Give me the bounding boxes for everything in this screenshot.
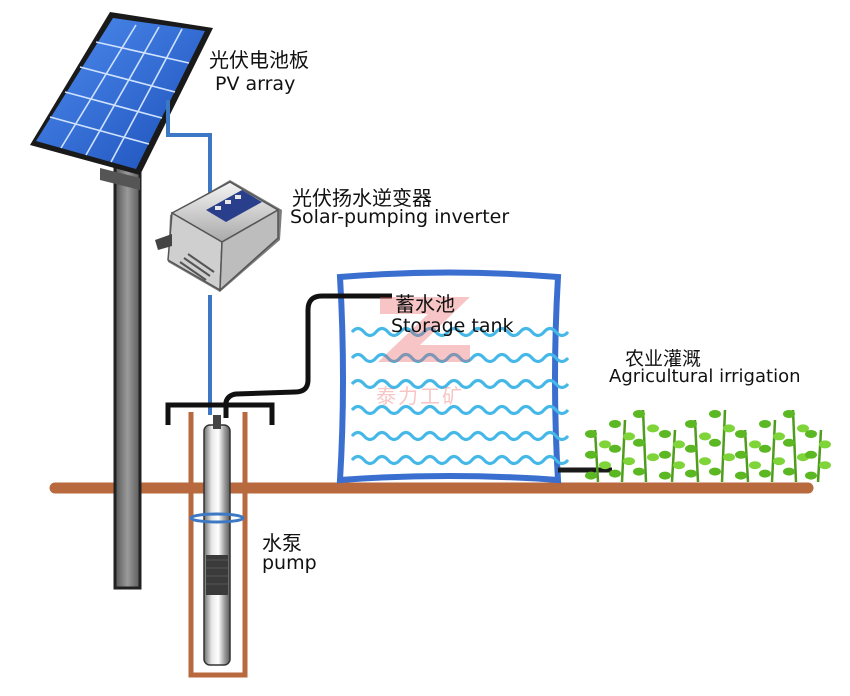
tank-label-zh: 蓄水池 <box>395 292 455 316</box>
well-shaft <box>165 402 275 678</box>
plant-leaf <box>759 420 771 428</box>
pump-label-en: pump <box>262 552 317 574</box>
pump-icon <box>189 415 245 666</box>
plant-leaf <box>759 444 771 453</box>
plant-leaf <box>805 450 817 459</box>
water-wave <box>350 378 570 390</box>
plant-leaf <box>585 450 597 459</box>
plant-leaf <box>699 432 711 441</box>
pv-array-label-en: PV array <box>215 73 296 95</box>
plant-stem <box>693 419 700 483</box>
plant-leaf <box>773 432 785 441</box>
plant-stem <box>641 409 648 483</box>
irrigation-label-zh: 农业灌溉 <box>625 348 702 370</box>
plant-leaf <box>783 410 795 418</box>
plant-leaf <box>659 430 671 438</box>
plant-leaf <box>783 438 795 447</box>
inverter-icon <box>155 180 282 292</box>
plant-leaf <box>735 430 747 438</box>
plant-leaf <box>735 471 747 480</box>
plant-leaf <box>647 424 659 433</box>
plant-stem <box>791 409 798 483</box>
plant-leaf <box>805 471 817 480</box>
plant-leaf <box>585 471 597 480</box>
plant-leaf <box>685 444 697 453</box>
plant-leaf <box>623 457 635 466</box>
plant-leaf <box>609 444 621 453</box>
plant-leaf <box>709 410 721 418</box>
water-wave <box>350 430 570 442</box>
plant-leaf <box>633 438 645 447</box>
panel-pole <box>113 161 142 590</box>
plant-leaf <box>685 420 697 428</box>
plant-leaf <box>599 461 611 470</box>
water-wave <box>350 326 570 338</box>
water-pipe <box>223 293 392 418</box>
plant-leaf <box>633 410 645 418</box>
plant-leaf <box>633 467 645 476</box>
plant-leaf <box>723 424 735 433</box>
watermark-text: 泰力工矿 <box>376 384 464 408</box>
plant-leaf <box>797 424 809 433</box>
water-wave <box>350 352 570 364</box>
plant-leaf <box>609 420 621 428</box>
power-wire <box>166 100 212 415</box>
plant-leaf <box>773 457 785 466</box>
plant-leaf <box>709 467 721 476</box>
plant-leaf <box>735 450 747 459</box>
plant-leaf <box>599 440 611 449</box>
plant-leaf <box>749 440 761 449</box>
plant-leaf <box>699 457 711 466</box>
plant-leaf <box>709 438 721 447</box>
pump-label-zh: 水泵 <box>262 531 302 555</box>
watermark-logo <box>378 297 470 362</box>
plant-stem <box>720 409 727 483</box>
water-wave <box>350 404 570 416</box>
plant-leaf <box>783 467 795 476</box>
plant-leaf <box>685 469 697 478</box>
tank-label-en: Storage tank <box>391 315 514 337</box>
irrigation-plants-icon <box>585 409 831 483</box>
plant-leaf <box>647 453 659 462</box>
plant-leaf <box>723 453 735 462</box>
plant-leaf <box>609 469 621 478</box>
plant-leaf <box>623 432 635 441</box>
plant-leaf <box>805 430 817 438</box>
plant-leaf <box>749 461 761 470</box>
storage-tank-icon <box>336 269 570 484</box>
plant-leaf <box>659 450 671 459</box>
plant-leaf <box>673 440 685 449</box>
inverter-label-zh: 光伏扬水逆变器 <box>292 186 432 210</box>
plant-stem <box>670 429 677 483</box>
solar-panel-icon <box>30 12 213 190</box>
plant-leaf <box>659 471 671 480</box>
plant-leaf <box>819 440 831 449</box>
inverter-label-en: Solar-pumping inverter <box>290 206 510 228</box>
irrigation-label-en: Agricultural irrigation <box>609 366 801 387</box>
plant-stem <box>620 419 627 483</box>
plant-leaf <box>759 469 771 478</box>
plant-stem <box>816 429 823 483</box>
plant-stem <box>770 419 777 483</box>
water-wave <box>350 454 570 466</box>
plant-leaf <box>673 461 685 470</box>
pv-array-label-zh: 光伏电池板 <box>209 48 309 72</box>
plant-leaf <box>585 430 597 438</box>
plant-leaf <box>819 461 831 470</box>
